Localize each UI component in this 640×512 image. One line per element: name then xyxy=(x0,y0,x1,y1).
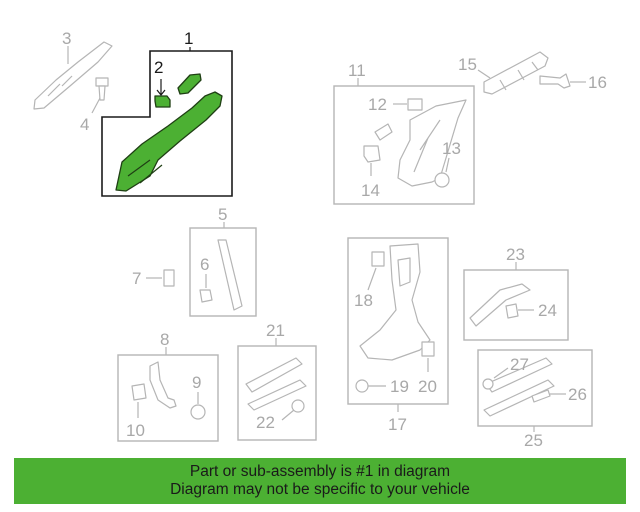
part-number-2: 2 xyxy=(154,58,163,77)
part-group-11[interactable] xyxy=(333,78,475,205)
part-number-26: 26 xyxy=(568,385,587,404)
part-number-5: 5 xyxy=(218,205,227,224)
a-pillar-trim-highlighted[interactable] xyxy=(115,91,223,192)
part-number-23: 23 xyxy=(506,245,525,264)
part-number-24: 24 xyxy=(538,301,557,320)
part-number-10: 10 xyxy=(126,421,145,440)
part-group-23[interactable] xyxy=(463,262,569,341)
part-number-17: 17 xyxy=(388,415,407,434)
part-number-18: 18 xyxy=(354,291,373,310)
part-number-1: 1 xyxy=(184,29,193,48)
part-group-8[interactable] xyxy=(117,347,219,442)
part-2-clip[interactable] xyxy=(154,95,171,108)
part-number-22: 22 xyxy=(256,413,275,432)
part-group-15[interactable] xyxy=(477,51,586,95)
banner-line-1: Part or sub-assembly is #1 in diagram xyxy=(189,463,451,480)
part-number-6: 6 xyxy=(200,255,209,274)
part-number-20: 20 xyxy=(418,377,437,396)
part-number-9: 9 xyxy=(192,373,201,392)
part-number-3: 3 xyxy=(62,29,71,48)
part-group-1[interactable] xyxy=(101,47,233,197)
part-number-13: 13 xyxy=(442,139,461,158)
part-number-19: 19 xyxy=(390,377,409,396)
part-number-21: 21 xyxy=(266,321,285,340)
part-group-3[interactable] xyxy=(33,41,113,114)
part-group-5[interactable] xyxy=(146,222,257,317)
part-number-15: 15 xyxy=(458,55,477,74)
part-number-12: 12 xyxy=(368,95,387,114)
part-number-14: 14 xyxy=(361,181,380,200)
parts-diagram: 1 2 3 4 11 12 13 14 15 16 xyxy=(33,29,607,450)
part-group-17[interactable] xyxy=(347,237,449,412)
part-number-16: 16 xyxy=(588,73,607,92)
info-banner: Part or sub-assembly is #1 in diagram Di… xyxy=(14,458,626,504)
part-number-4: 4 xyxy=(80,115,89,134)
part-group-25[interactable] xyxy=(477,349,593,432)
part-number-11: 11 xyxy=(348,61,366,80)
part-number-8: 8 xyxy=(160,330,169,349)
part-number-7: 7 xyxy=(132,269,141,288)
banner-line-2: Diagram may not be specific to your vehi… xyxy=(170,481,470,498)
part-number-25: 25 xyxy=(524,431,543,450)
part-group-21[interactable] xyxy=(237,338,317,441)
retainer-clip-highlighted[interactable] xyxy=(177,73,202,95)
part-number-27: 27 xyxy=(510,355,529,374)
